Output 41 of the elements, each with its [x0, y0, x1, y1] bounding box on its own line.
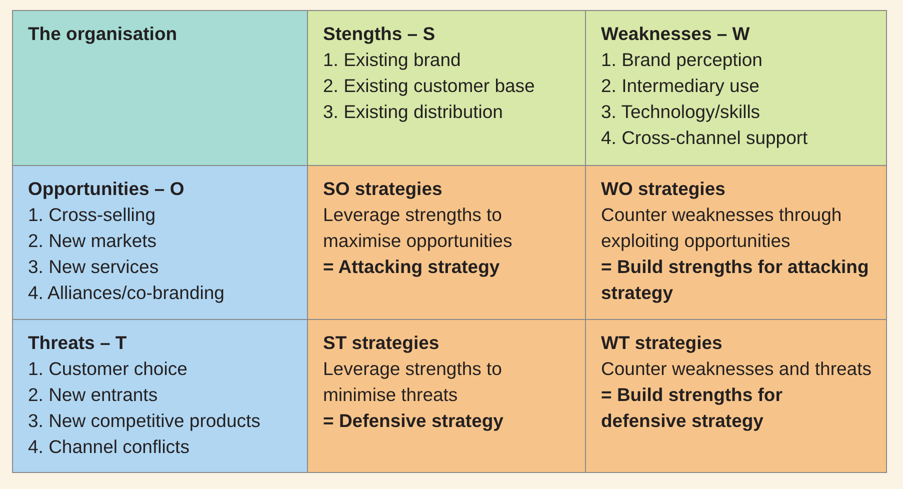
strategy-result: = Attacking strategy	[323, 255, 500, 279]
list-item: 1. Brand perception	[601, 48, 762, 72]
cell-heading: ST strategies	[323, 331, 440, 355]
list-item: 3. Existing distribution	[323, 100, 503, 124]
list-item: 2. Intermediary use	[601, 74, 760, 98]
strategy-cell	[307, 165, 586, 320]
cell-heading: Weaknesses – W	[601, 22, 750, 46]
strategy-description: Counter weaknesses through exploiting opportunities	[601, 203, 843, 253]
strategy-cell	[307, 319, 586, 473]
cell-heading: SO strategies	[323, 177, 442, 201]
strategy-cell	[585, 319, 887, 473]
header-cell	[12, 10, 308, 166]
weaknesses-cell	[585, 10, 887, 166]
strategy-description: Leverage strengths to minimise threats	[323, 357, 503, 407]
strategy-description: Counter weaknesses and threats	[601, 357, 872, 381]
strategy-result: = Defensive strategy	[323, 409, 504, 433]
list-item: 2. Existing customer base	[323, 74, 535, 98]
cell-heading: WO strategies	[601, 177, 726, 201]
strategy-result: = Build strengths for defensive strategy	[601, 383, 784, 433]
list-item: 1. Existing brand	[323, 48, 461, 72]
list-item: 2. New entrants	[28, 383, 158, 407]
threats-cell	[12, 319, 308, 473]
list-item: 2. New markets	[28, 229, 157, 253]
list-item: 3. New competitive products	[28, 409, 260, 433]
cell-heading: Opportunities – O	[28, 177, 184, 201]
list-item: 4. Cross-channel support	[601, 126, 808, 150]
cell-heading: Threats – T	[28, 331, 127, 355]
list-item: 1. Customer choice	[28, 357, 188, 381]
strategy-description: Leverage strengths to maximise opportunities	[323, 203, 514, 253]
list-item: 4. Channel conflicts	[28, 435, 190, 459]
cell-heading: WT strategies	[601, 331, 722, 355]
cell-heading: The organisation	[28, 22, 178, 46]
strengths-cell	[307, 10, 586, 166]
cell-heading: Stengths – S	[323, 22, 436, 46]
strategy-cell	[585, 165, 887, 320]
list-item: 4. Alliances/co-branding	[28, 281, 224, 305]
list-item: 3. New services	[28, 255, 159, 279]
list-item: 1. Cross-selling	[28, 203, 156, 227]
list-item: 3. Technology/skills	[601, 100, 760, 124]
opportunities-cell	[12, 165, 308, 320]
strategy-result: = Build strengths for attacking strategy	[601, 255, 870, 305]
